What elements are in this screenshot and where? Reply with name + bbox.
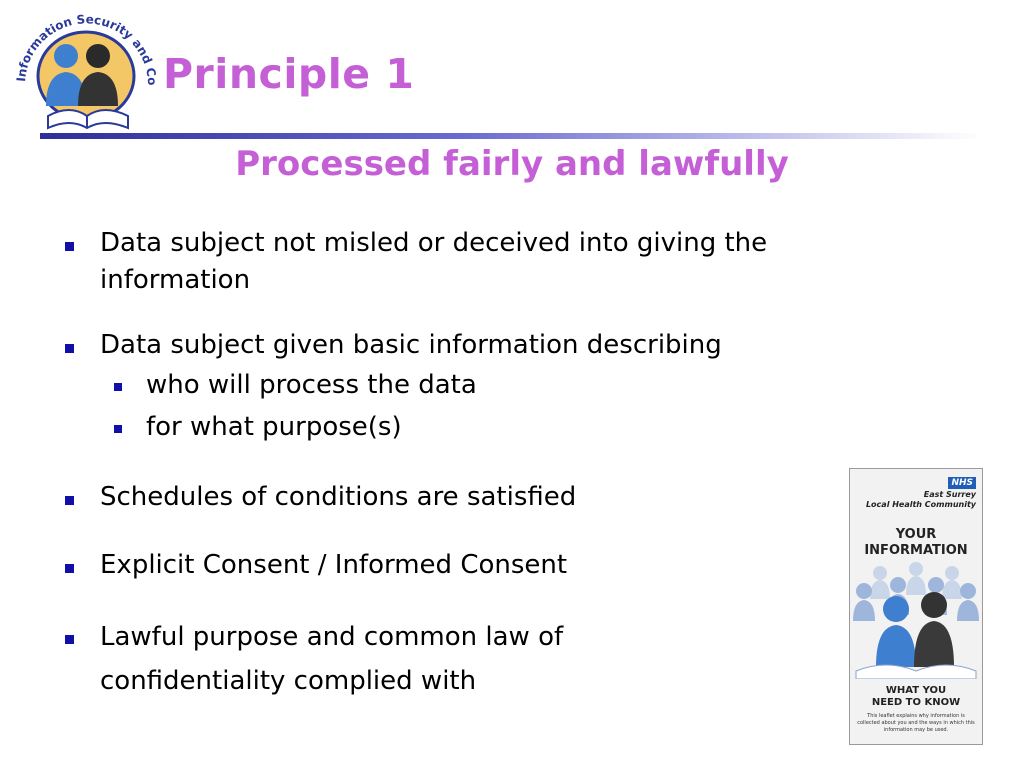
sub-bullet-marker-icon: [114, 425, 122, 433]
bullet-list: Data subject not misled or deceived into…: [62, 225, 902, 703]
leaflet-headline: YOUR INFORMATION: [850, 527, 982, 559]
bullet-item: Data subject not misled or deceived into…: [62, 225, 902, 299]
people-group-icon: [853, 562, 979, 679]
sub-bullet-item: for what purpose(s): [62, 406, 902, 448]
leaflet-headline-line2: INFORMATION: [864, 543, 968, 558]
bullet-item: Data subject given basic information des…: [62, 327, 902, 364]
bullet-marker-icon: [65, 496, 74, 505]
leaflet-headline-line1: YOUR: [895, 527, 937, 542]
leaflet-organisation: East Surrey Local Health Community: [866, 490, 976, 510]
sub-bullet-text: who will process the data: [146, 370, 477, 400]
bullet-marker-icon: [65, 564, 74, 573]
slide-title: Principle 1: [163, 50, 415, 98]
bullet-marker-icon: [65, 635, 74, 644]
leaflet-org-line2: Local Health Community: [865, 500, 976, 509]
information-security-logo: Information Security and Confidentiality: [4, 0, 159, 140]
bullet-marker-icon: [65, 242, 74, 251]
bullet-item: Explicit Consent / Informed Consent: [62, 547, 902, 584]
bullet-marker-icon: [65, 344, 74, 353]
bullet-text: Data subject given basic information des…: [100, 330, 722, 360]
bullet-text: Schedules of conditions are satisfied: [100, 482, 577, 512]
bullet-text: Explicit Consent / Informed Consent: [100, 550, 568, 580]
sub-bullet-text: for what purpose(s): [146, 412, 402, 442]
nhs-badge: NHS: [948, 477, 976, 489]
leaflet-image: NHS East Surrey Local Health Community Y…: [849, 468, 983, 745]
leaflet-org-line1: East Surrey: [923, 490, 976, 499]
sub-bullet-marker-icon: [114, 383, 122, 391]
leaflet-footer-line1: WHAT YOU: [885, 685, 947, 696]
bullet-item: Schedules of conditions are satisfied: [62, 479, 902, 516]
leaflet-blurb: This leaflet explains why information is…: [857, 713, 975, 733]
people-book-logo-icon: Information Security and Confidentiality: [4, 0, 159, 130]
bullet-text: Lawful purpose and common law of confide…: [100, 622, 564, 696]
title-divider: [40, 133, 980, 139]
slide-subtitle: Processed fairly and lawfully: [235, 144, 789, 184]
sub-bullet-item: who will process the data: [62, 364, 902, 406]
bullet-text: Data subject not misled or deceived into…: [100, 228, 768, 295]
leaflet-footer-line2: NEED TO KNOW: [871, 697, 961, 708]
leaflet-footer: WHAT YOU NEED TO KNOW: [850, 685, 982, 709]
bullet-item: Lawful purpose and common law of confide…: [62, 615, 902, 703]
